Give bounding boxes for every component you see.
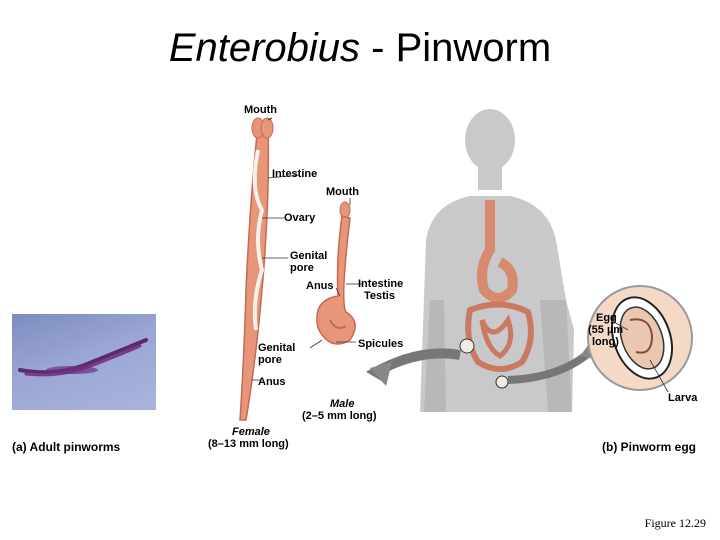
male-name-label: Male: [330, 398, 355, 410]
human-body: [420, 109, 574, 412]
leader-lines: [252, 174, 669, 393]
female-name-label: Female: [232, 426, 270, 438]
panel-a-caption: (a) Adult pinworms: [12, 440, 120, 454]
egg-illustration: [587, 285, 693, 391]
panel-a-text: Adult pinworms: [26, 440, 121, 454]
egg-label-3: long): [592, 336, 619, 348]
male-genital-label-2: pore: [258, 354, 282, 366]
male-size-label: (2–5 mm long): [302, 410, 377, 422]
title-genus: Enterobius: [168, 26, 361, 70]
female-intestine-label: Intestine: [272, 168, 318, 180]
egg-label-2: (55 µm: [588, 324, 624, 336]
male-worm: [316, 201, 356, 345]
micrograph-worms: [18, 338, 148, 377]
male-mouth-label: Mouth: [326, 186, 359, 198]
female-mouth-label: Mouth: [244, 104, 277, 116]
slide-title: Enterobius - Pinworm: [0, 24, 720, 72]
male-genital-label-1: Genital: [258, 342, 296, 354]
larva-label: Larva: [668, 392, 698, 404]
cycle-arrow-right: [507, 348, 593, 384]
female-genital-label-1: Genital: [290, 250, 328, 262]
female-anus-label: Anus: [258, 376, 286, 388]
panel-b-text: Pinworm egg: [617, 440, 697, 454]
panel-a-letter: (a): [12, 440, 27, 454]
panel-b-caption: (b) Pinworm egg: [602, 440, 696, 454]
egg-label-1: Egg: [596, 312, 617, 324]
panel-b-letter: (b): [602, 440, 618, 454]
arrow-head-left: [370, 362, 392, 386]
female-worm: [239, 117, 274, 421]
title-rest: - Pinworm: [360, 26, 552, 70]
female-size-label: (8–13 mm long): [208, 438, 289, 450]
male-anus-label: Anus: [306, 280, 334, 292]
female-ovary-label: Ovary: [284, 212, 316, 224]
pinworm-micrograph: [12, 314, 156, 410]
figure-reference: Figure 12.29: [644, 516, 706, 530]
male-intestine-label: Intestine: [358, 278, 404, 290]
female-genital-label-2: pore: [290, 262, 314, 274]
male-spicules-label: Spicules: [358, 338, 404, 350]
male-testis-label: Testis: [364, 290, 395, 302]
